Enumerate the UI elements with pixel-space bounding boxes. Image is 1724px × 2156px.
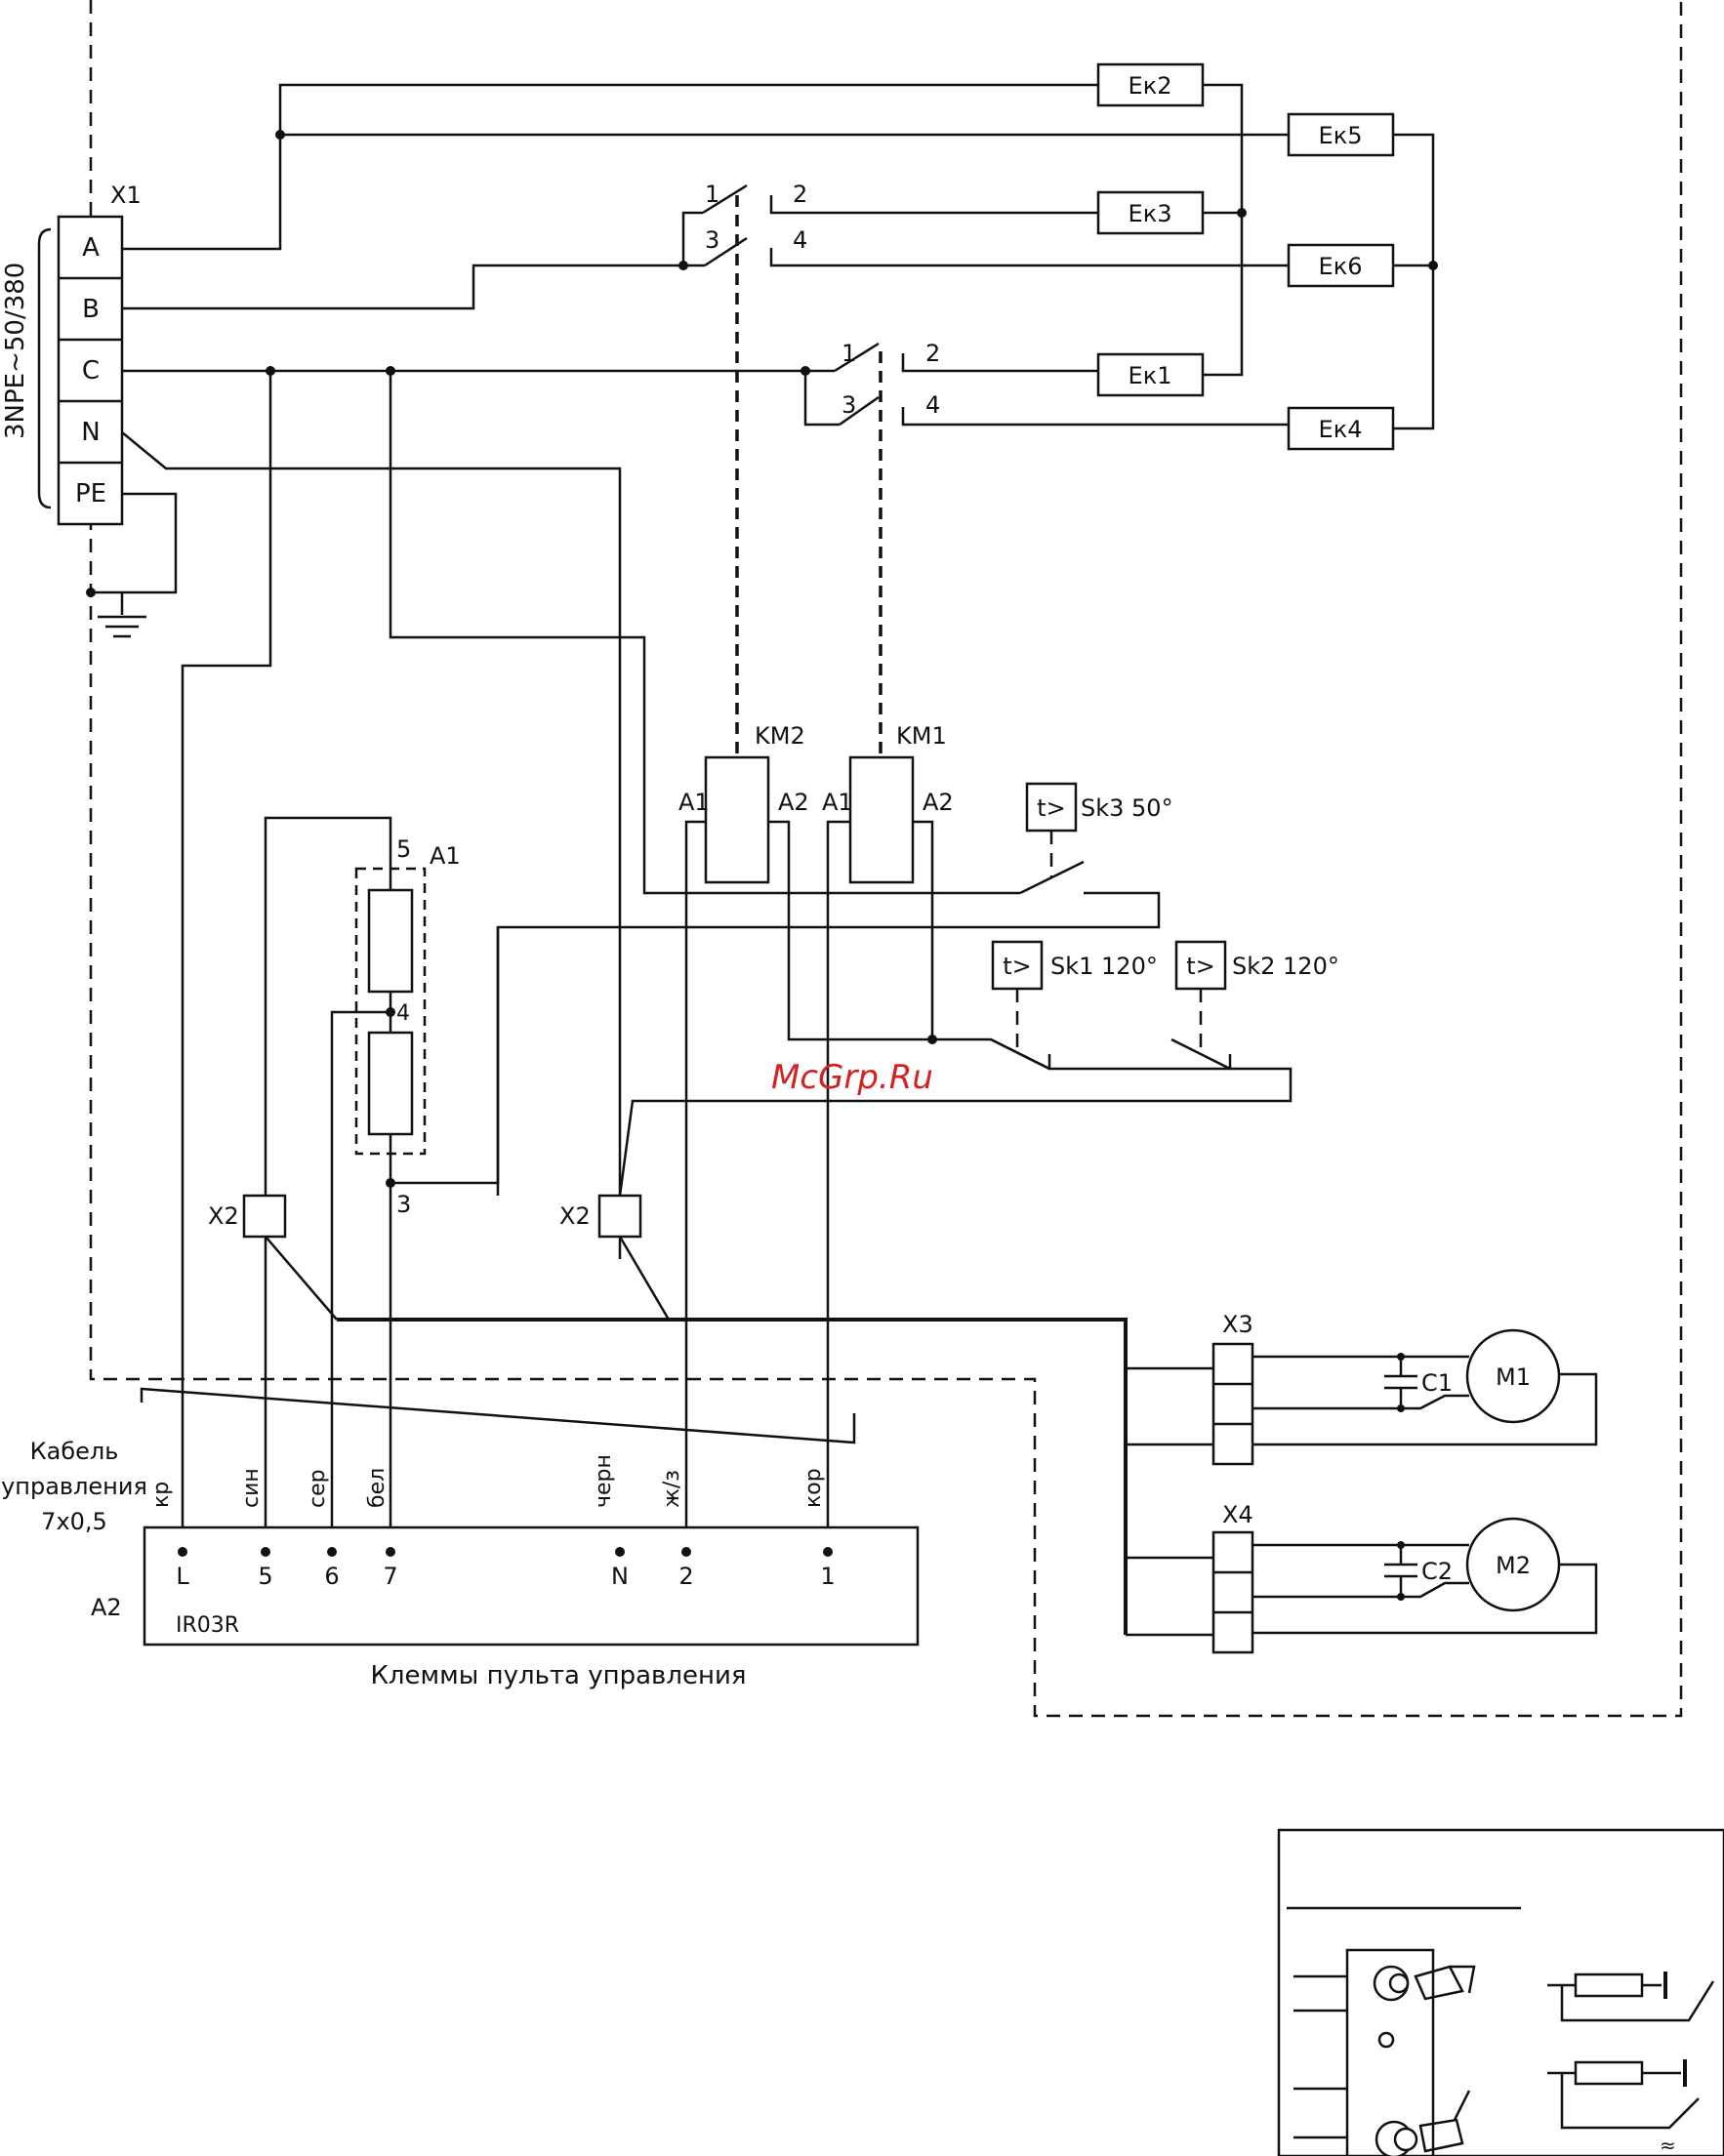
connector-x3: X3: [1213, 1311, 1253, 1464]
terminal-pe-label: PE: [75, 479, 106, 508]
svg-text:M2: M2: [1496, 1552, 1531, 1579]
watermark: McGrp.Ru: [771, 1058, 933, 1097]
svg-text:2: 2: [925, 340, 940, 367]
svg-text:X2: X2: [208, 1202, 239, 1230]
cable-label-line3: 7x0,5: [41, 1508, 107, 1535]
terminal-n-label: N: [81, 418, 100, 447]
terminal-c-label: C: [82, 356, 100, 386]
svg-text:Ек1: Ек1: [1129, 362, 1172, 389]
footer-caption: Клеммы пульта управления: [370, 1661, 746, 1690]
svg-text:1: 1: [820, 1563, 835, 1590]
svg-text:t>: t>: [1003, 953, 1032, 980]
wire-label-sin: син: [239, 1468, 264, 1508]
svg-text:3: 3: [705, 226, 719, 254]
connector-x4: X4: [1213, 1501, 1253, 1652]
control-cable-outline: [142, 1389, 854, 1443]
supply-bracket: [39, 229, 51, 508]
svg-text:Sk3 50°: Sk3 50°: [1081, 794, 1173, 822]
heater-ek1: Ек1: [1098, 354, 1203, 395]
svg-text:6: 6: [324, 1563, 339, 1590]
svg-text:3: 3: [396, 1191, 411, 1218]
wire-label-zhz: ж/з: [660, 1470, 684, 1508]
a2-label: A2: [91, 1594, 122, 1621]
svg-text:5: 5: [396, 835, 411, 863]
svg-text:Ек5: Ек5: [1319, 122, 1363, 149]
wire-label-chern: черн: [592, 1454, 616, 1508]
motor-m1: M1: [1467, 1330, 1559, 1422]
x1-label: X1: [110, 182, 142, 209]
svg-text:KM1: KM1: [896, 722, 947, 750]
detail-inset: ≈: [1279, 1830, 1724, 2156]
svg-text:2: 2: [678, 1563, 693, 1590]
svg-text:KM2: KM2: [755, 722, 805, 750]
wire-label-bel: бел: [365, 1468, 390, 1508]
svg-text:4: 4: [925, 391, 940, 419]
svg-text:Sk2 120°: Sk2 120°: [1232, 953, 1339, 980]
svg-text:Ек6: Ек6: [1319, 253, 1363, 280]
heater-ek6: Ек6: [1289, 245, 1393, 286]
svg-text:3: 3: [841, 391, 856, 419]
svg-text:4: 4: [396, 1001, 410, 1026]
thermostat-sk1: t> Sk1 120°: [993, 942, 1158, 1049]
svg-text:7: 7: [383, 1563, 397, 1590]
approx-symbol: ≈: [1660, 2134, 1676, 2156]
controller-a2: L 5 6 7 N 2 1 IR03R: [144, 1527, 918, 1645]
svg-text:t>: t>: [1037, 794, 1066, 822]
svg-text:Ек3: Ек3: [1129, 200, 1172, 227]
thermostat-sk2: t> Sk2 120°: [1176, 942, 1339, 1049]
svg-text:A2: A2: [778, 789, 809, 816]
svg-text:Ек4: Ек4: [1319, 416, 1363, 443]
heater-ek4: Ек4: [1289, 408, 1393, 449]
heater-ek5: Ек5: [1289, 114, 1393, 155]
svg-text:2: 2: [793, 181, 807, 208]
svg-text:A1: A1: [678, 789, 710, 816]
capacitor-c2: C2: [1384, 1541, 1453, 1601]
connector-x2-right: X2: [559, 1196, 640, 1237]
svg-text:C2: C2: [1421, 1558, 1453, 1585]
svg-text:M1: M1: [1496, 1363, 1531, 1391]
controller-model: IR03R: [176, 1613, 239, 1638]
svg-text:A1: A1: [430, 842, 461, 870]
svg-text:t>: t>: [1186, 953, 1215, 980]
terminal-a-label: A: [82, 233, 100, 263]
svg-text:X3: X3: [1222, 1311, 1253, 1338]
coil-km1: KM1 A1 A2: [822, 722, 954, 882]
cable-label-line1: Кабель: [30, 1438, 119, 1465]
wire-label-ser: сер: [306, 1469, 330, 1508]
thermostat-sk3: t> Sk3 50°: [1020, 784, 1173, 893]
capacitor-c1: C1: [1384, 1353, 1453, 1412]
svg-text:Sk1 120°: Sk1 120°: [1050, 953, 1158, 980]
svg-text:X2: X2: [559, 1202, 591, 1230]
svg-text:1: 1: [705, 181, 719, 208]
svg-text:N: N: [611, 1563, 629, 1590]
wire-label-kr: кр: [149, 1482, 174, 1508]
ground-icon: [98, 592, 146, 636]
svg-text:1: 1: [841, 340, 856, 367]
wire-label-kor: кор: [801, 1468, 826, 1508]
connector-x2-left: X2: [208, 1196, 285, 1237]
svg-text:A1: A1: [822, 789, 853, 816]
svg-text:A2: A2: [923, 789, 954, 816]
svg-text:4: 4: [793, 226, 807, 254]
cable-label-line2: управления: [1, 1473, 147, 1500]
svg-text:L: L: [176, 1563, 189, 1590]
heater-ek2: Ек2: [1098, 64, 1203, 105]
svg-text:X4: X4: [1222, 1501, 1253, 1528]
block-a1: A1 5 4 3: [356, 835, 461, 1218]
supply-label: 3NPE~50/380: [1, 263, 30, 439]
terminal-b-label: B: [82, 295, 100, 324]
svg-text:C1: C1: [1421, 1369, 1453, 1397]
heater-ek3: Ек3: [1098, 192, 1203, 233]
svg-text:Ек2: Ек2: [1129, 72, 1172, 100]
km1-power-contacts: 1 2 3 4: [835, 340, 1289, 425]
terminal-block-x1: X1 A B C N PE: [59, 182, 142, 524]
motor-m2: M2: [1467, 1519, 1559, 1610]
svg-text:5: 5: [258, 1563, 272, 1590]
